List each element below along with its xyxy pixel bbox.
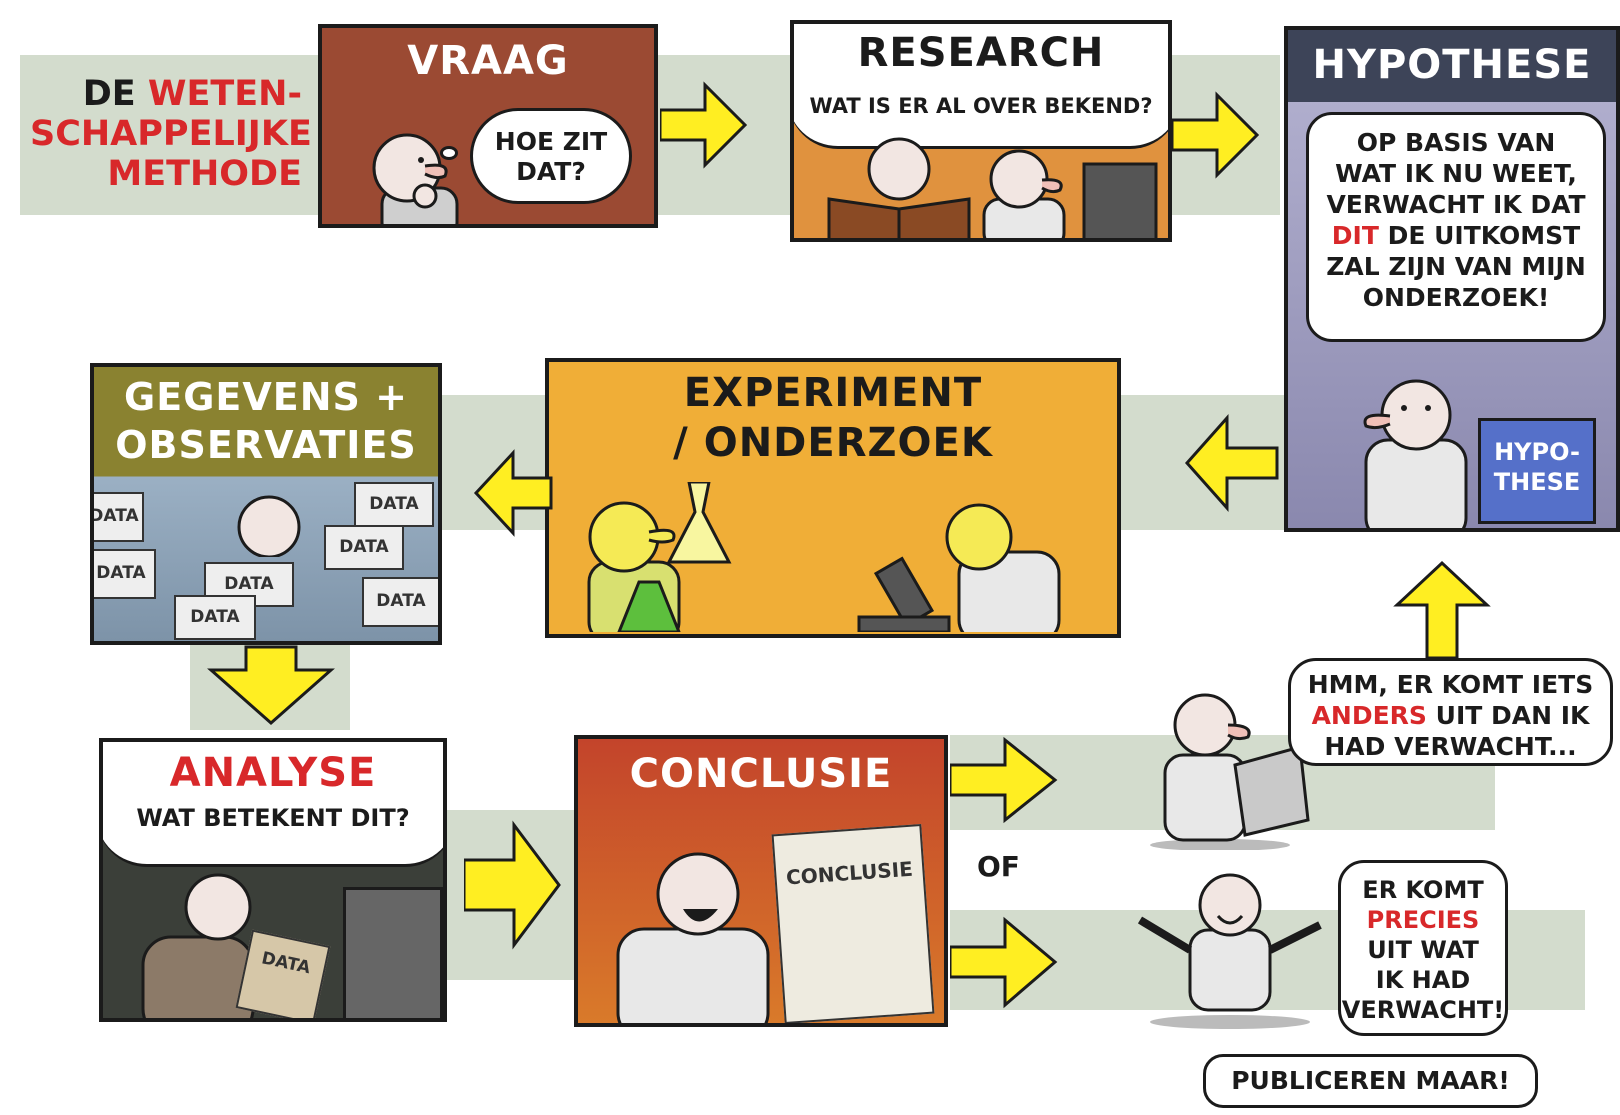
panel-gegevens: GEGEVENS +OBSERVATIES DATA DATA DATA DAT… bbox=[90, 363, 442, 645]
thinking-person-icon bbox=[372, 133, 459, 224]
arrow-left-icon bbox=[1184, 414, 1279, 512]
data-sheet: DATA bbox=[174, 595, 256, 640]
conclusie-title: CONCLUSIE bbox=[629, 751, 893, 797]
panel-experiment: EXPERIMENT/ ONDERZOEK bbox=[545, 358, 1121, 638]
reading-person-icon bbox=[827, 137, 971, 238]
data-sheet: DATA bbox=[94, 492, 144, 542]
arrow-left-icon bbox=[473, 449, 553, 537]
arrow-right-icon bbox=[950, 916, 1058, 1009]
microscope-person-icon bbox=[857, 503, 1061, 632]
overwhelmed-person-icon bbox=[237, 495, 301, 557]
arrow-down-icon bbox=[207, 645, 335, 725]
data-sheet: DATA bbox=[94, 549, 156, 599]
precies-speech-bubble: ER KOMT PRECIES UIT WAT IK HAD VERWACHT! bbox=[1338, 860, 1508, 1036]
hypothese-header bbox=[1288, 30, 1616, 102]
title-de: DE bbox=[82, 74, 148, 114]
chemist-person-icon bbox=[587, 482, 732, 632]
arrow-right-icon bbox=[1172, 91, 1260, 179]
panel-conclusie: CONCLUSIE CONCLUSIE bbox=[574, 735, 948, 1027]
hypothese-title: HYPOTHESE bbox=[1312, 42, 1592, 88]
research-cloud bbox=[794, 24, 1168, 149]
analyse-cloud bbox=[103, 742, 443, 867]
anders-speech-bubble: HMM, ER KOMT IETS ANDERS UIT DAN IK HAD … bbox=[1288, 658, 1613, 766]
analyse-subtitle: WAT BETEKENT DIT? bbox=[136, 804, 410, 832]
file-cabinet bbox=[343, 887, 443, 1018]
panel-hypothese: HYPOTHESE OP BASIS VAN WAT IK NU WEET, V… bbox=[1284, 26, 1620, 532]
analyse-title: ANALYSE bbox=[169, 750, 377, 796]
research-title: RESEARCH bbox=[857, 30, 1105, 76]
data-sheet: DATA bbox=[354, 482, 434, 527]
research-subtitle: WAT IS ER AL OVER BEKEND? bbox=[809, 94, 1153, 118]
hypothese-sign: HYPO-THESE bbox=[1478, 418, 1596, 524]
conclusie-document: CONCLUSIE bbox=[771, 823, 935, 1023]
gegevens-title: GEGEVENS +OBSERVATIES bbox=[115, 375, 417, 467]
thought-dot-icon bbox=[440, 146, 458, 160]
arrow-right-icon bbox=[464, 820, 561, 950]
panel-analyse: ANALYSE WAT BETEKENT DIT? DATA bbox=[99, 738, 447, 1022]
experiment-title: EXPERIMENT/ ONDERZOEK bbox=[673, 370, 993, 466]
reading-paper-person-icon bbox=[1150, 693, 1310, 850]
publiceren-speech-bubble: PUBLICEREN MAAR! bbox=[1203, 1054, 1538, 1108]
arrow-right-icon bbox=[950, 736, 1058, 824]
title-schappelijke: SCHAPPELIJKE bbox=[30, 114, 312, 154]
hypothese-speech-bubble: OP BASIS VAN WAT IK NU WEET, VERWACHT IK… bbox=[1306, 112, 1606, 342]
cheering-person-icon bbox=[1137, 873, 1322, 1029]
of-label: OF bbox=[977, 850, 1020, 883]
diagram-title: DE WETEN- SCHAPPELIJKE METHODE bbox=[30, 74, 312, 194]
analyst-person-icon bbox=[141, 873, 255, 1018]
presenting-person-icon bbox=[1363, 379, 1468, 528]
data-sheet: DATA bbox=[362, 577, 438, 627]
arrow-up-icon bbox=[1393, 560, 1491, 660]
title-weten: WETEN- bbox=[147, 74, 302, 114]
happy-person-icon bbox=[616, 852, 770, 1023]
vraag-title: VRAAG bbox=[407, 38, 569, 84]
title-methode: METHODE bbox=[107, 154, 302, 194]
arrow-right-icon bbox=[660, 81, 748, 169]
computer-person-icon bbox=[982, 149, 1158, 238]
panel-research: RESEARCH WAT IS ER AL OVER BEKEND? bbox=[790, 20, 1172, 242]
analyse-data-sheet: DATA bbox=[235, 929, 331, 1018]
data-sheet: DATA bbox=[324, 525, 404, 570]
